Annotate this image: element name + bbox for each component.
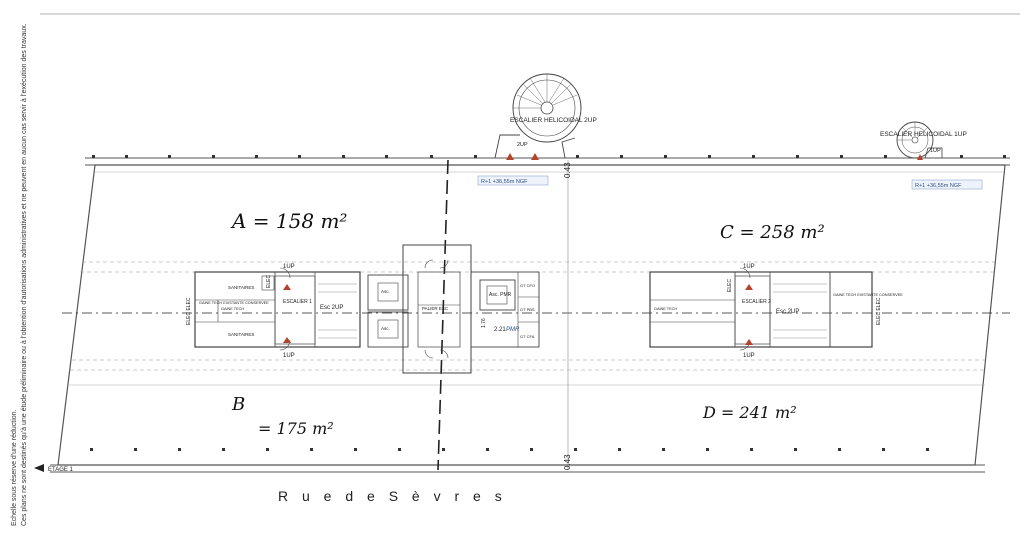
- core-left-esc: Esc 2UP: [320, 305, 343, 311]
- area-b-letter: B: [231, 394, 245, 415]
- helical-stair-right: [896, 121, 943, 159]
- area-b-value: = 175 m²: [258, 419, 334, 438]
- margin-disclaimer-line1: Echelle sous réserve d'une réduction.: [11, 409, 18, 526]
- margin-disclaimer: Echelle sous réserve d'une réduction. Ce…: [6, 6, 36, 531]
- level-tag-left-box: [477, 175, 549, 186]
- core-right-gaine: GAINE TECH EXISTANTE CONSERVEE: [833, 293, 903, 297]
- facade-columns: [90, 155, 1006, 451]
- arrow-left-icon: [34, 464, 44, 472]
- up-arrow-icon: [506, 153, 514, 160]
- helical-stair-left-label: ESCALIER HELICOIDAL 2UP: [510, 117, 597, 124]
- core-left-asc-2: Asc.: [381, 326, 390, 331]
- core-left-asc-1: Asc.: [381, 289, 390, 294]
- core-mid-asc-pmr: Asc. PMR: [489, 292, 512, 298]
- core-left-elec-side: ELEC ELEC: [186, 297, 192, 325]
- up-arrow-icon: [917, 154, 923, 160]
- up-arrow-icon: [745, 339, 753, 345]
- helical-stair-left-up: 2UP: [517, 142, 528, 148]
- level-marker-text: ETAGE 1: [48, 467, 74, 473]
- axis-label-bottom: 0.43: [563, 454, 572, 470]
- level-marker: ETAGE 1: [34, 464, 74, 473]
- margin-disclaimer-line2: Ces plans ne sont destinés qu'à une étud…: [21, 23, 28, 526]
- helical-stair-right-label: ESCALIER HELICOIDAL 1UP: [880, 131, 967, 138]
- core-right-elec-side: ELEC ELEC: [876, 297, 882, 325]
- core-mid-gt-2: GT PBS: [520, 307, 535, 312]
- core-left-sanitaires-2: SANITAIRES: [228, 332, 254, 337]
- core-mid-pmr-dim: 2.21: [494, 327, 506, 333]
- core-right-up-bottom: 1UP: [743, 353, 755, 359]
- building-outline: [50, 157, 1010, 473]
- axis-label-top: 0.43: [563, 162, 572, 178]
- core-right-elec: ELEC: [727, 279, 733, 292]
- core-right-gaine-tech: GAINE TECH: [654, 307, 677, 311]
- core-left-escalier: ESCALIER 1: [283, 299, 312, 305]
- up-arrow-icon: [531, 153, 539, 160]
- axis-lines: [62, 159, 1010, 471]
- core-left-up-bottom: 1UP: [283, 353, 295, 359]
- core-right-up-top: 1UP: [743, 264, 755, 270]
- core-right: [649, 267, 873, 351]
- area-d: D = 241 m²: [702, 403, 797, 422]
- core-right-esc: Esc 2UP: [776, 309, 799, 315]
- core-left-up-top: 1UP: [283, 264, 295, 270]
- core-left: [194, 267, 409, 351]
- street-name: R u e d e S è v r e s: [278, 488, 507, 504]
- core-mid-gt-1: GT CFO: [520, 283, 535, 288]
- up-arrow-icon: [283, 284, 291, 290]
- core-left-sanitaires-1: SANITAIRES: [228, 285, 254, 290]
- core-mid-palier: PALIER ESC: [422, 306, 449, 311]
- up-arrow-icon: [745, 284, 753, 290]
- core-left-gaine: GAINE TECH EXISTANTE CONSERVEE: [199, 301, 269, 305]
- level-tag-right: R+1 +36,55m NGF: [915, 183, 962, 189]
- area-a: A = 158 m²: [230, 209, 347, 233]
- core-mid-gt-3: GT CFA: [520, 334, 535, 339]
- up-arrow-icon: [283, 337, 291, 343]
- core-mid-pmr: PMR: [506, 327, 520, 333]
- level-tag-right-box: [911, 179, 983, 190]
- core-left-elec: ELEC: [266, 275, 272, 288]
- level-tag-left: R+1 +36,55m NGF: [481, 179, 528, 185]
- helical-stair-left: [494, 73, 582, 159]
- core-mid-dim: 1.76: [481, 318, 487, 328]
- helical-stair-right-up: 1UP: [930, 148, 941, 154]
- core-middle: [402, 244, 540, 374]
- area-c: C = 258 m²: [720, 222, 825, 243]
- core-right-escalier: ESCALIER 2: [742, 299, 771, 305]
- core-left-gaine-tech: GAINE TECH: [221, 307, 244, 311]
